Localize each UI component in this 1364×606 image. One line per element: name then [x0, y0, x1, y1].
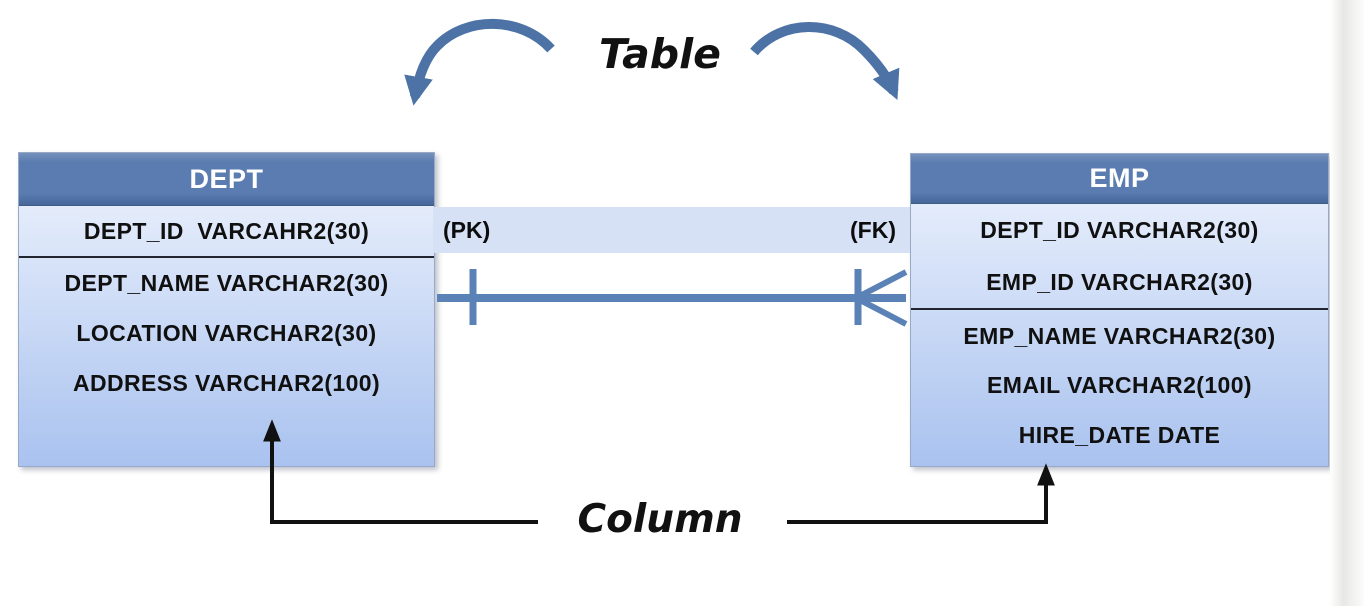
dept-column-dept-name: DEPT_NAME VARCHAR2(30)	[64, 269, 389, 296]
dept-column-location: LOCATION VARCHAR2(30)	[76, 319, 377, 346]
dept-table: DEPT DEPT_ID VARCAHR2(30) DEPT_NAME VARC…	[18, 152, 435, 467]
table-curved-arrow-left-icon	[404, 18, 555, 106]
emp-table-body: DEPT_ID VARCHAR2(30) EMP_ID VARCHAR2(30)…	[911, 204, 1328, 466]
pk-label: (PK)	[443, 216, 491, 243]
column-arrow-right-icon	[787, 463, 1055, 524]
emp-table-title: EMP	[911, 154, 1328, 204]
dept-table-body: DEPT_ID VARCAHR2(30) DEPT_NAME VARCHAR2(…	[19, 206, 434, 466]
dept-table-title: DEPT	[19, 153, 434, 206]
emp-key-column-dept-id: DEPT_ID VARCHAR2(30)	[980, 216, 1259, 243]
emp-column-email: EMAIL VARCHAR2(100)	[987, 372, 1252, 398]
key-band: (PK) (FK)	[433, 207, 910, 253]
emp-table: EMP DEPT_ID VARCHAR2(30) EMP_ID VARCHAR2…	[910, 153, 1329, 467]
emp-key-column-emp-id: EMP_ID VARCHAR2(30)	[986, 268, 1253, 295]
emp-key-separator	[911, 308, 1328, 310]
column-annotation-label: Column	[577, 497, 743, 542]
crow-foot-many-icon	[854, 269, 908, 327]
table-annotation-label: Table	[599, 30, 721, 78]
dept-key-separator	[19, 256, 434, 258]
relationship-line	[437, 269, 908, 327]
emp-column-hire-date: HIRE_DATE DATE	[1018, 421, 1221, 448]
dept-column-address: ADDRESS VARCHAR2(100)	[72, 369, 381, 396]
emp-column-emp-name: EMP_NAME VARCHAR2(30)	[963, 322, 1276, 349]
table-curved-arrow-right-icon	[750, 22, 900, 100]
fk-label: (FK)	[850, 216, 896, 243]
dept-key-column-dept-id: DEPT_ID VARCAHR2(30)	[83, 217, 370, 244]
page-edge-shadow	[1330, 0, 1364, 606]
